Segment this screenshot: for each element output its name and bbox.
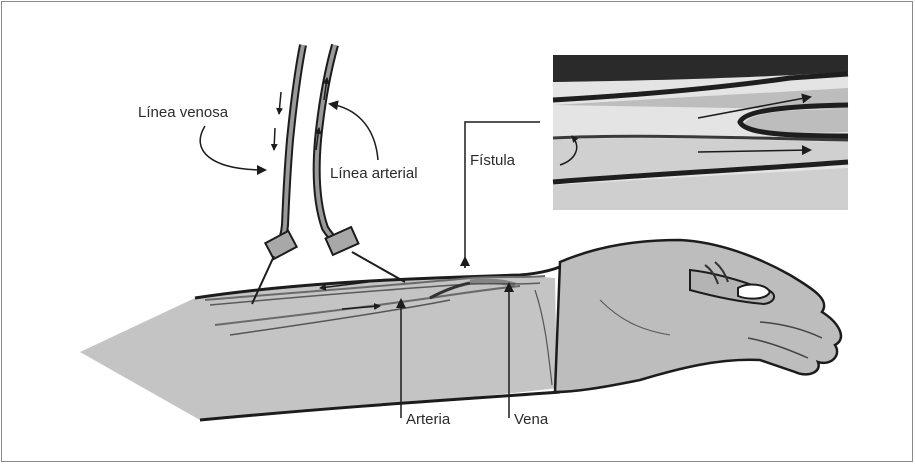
fistula-callout-line [465, 122, 540, 268]
label-vein: Vena [514, 412, 548, 427]
label-venous-line: Línea venosa [138, 105, 228, 120]
hand [555, 240, 841, 392]
venous-flow-arrow-1 [279, 92, 281, 114]
venous-tube-inner [280, 45, 303, 245]
venous-callout-arrow [200, 126, 265, 170]
fistula-inset [553, 55, 848, 210]
arterial-needle [352, 252, 405, 282]
hand-shape [555, 240, 841, 392]
label-artery: Arteria [406, 412, 450, 427]
arterial-callout-arrow [330, 104, 378, 160]
label-arterial-line: Línea arterial [330, 166, 418, 181]
forearm [80, 262, 570, 420]
label-fistula: Fístula [470, 153, 515, 168]
thumbnail [738, 285, 770, 299]
venous-connector [265, 231, 296, 259]
venous-flow-arrow-2 [274, 128, 275, 150]
